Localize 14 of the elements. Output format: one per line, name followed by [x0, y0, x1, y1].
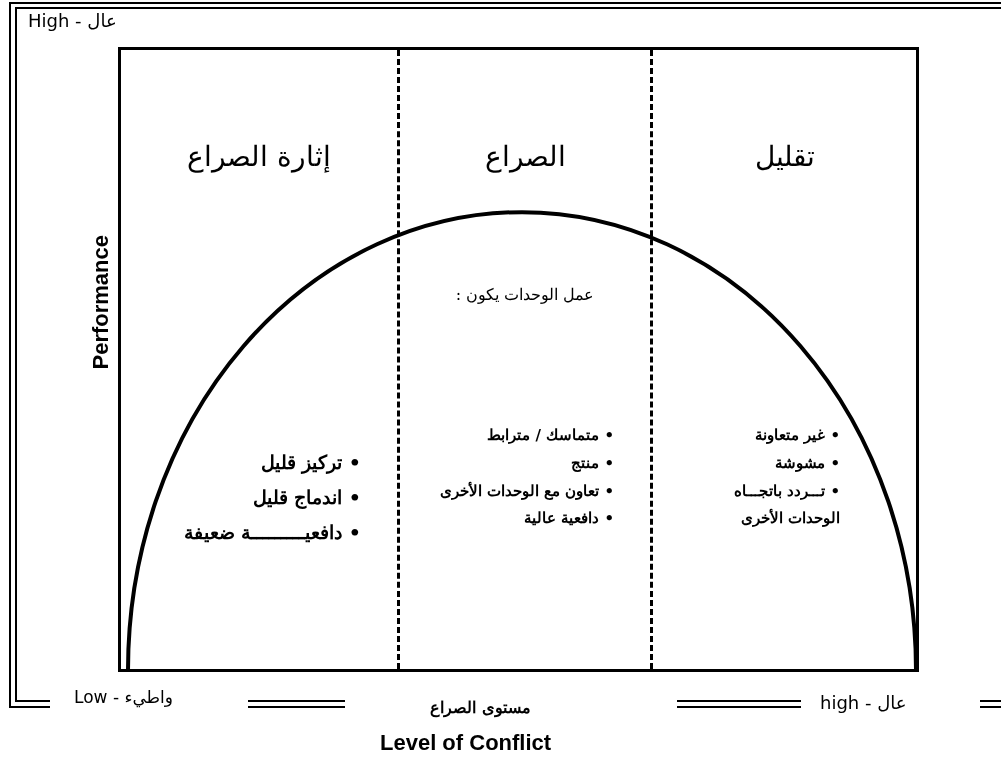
bullet-item: • مشوشة [774, 452, 840, 474]
bullet-item: • تركيز قليل [259, 450, 361, 476]
bullet-item: • تعاون مع الوحدات الأخرى [438, 480, 614, 502]
column-heading: إثارة الصراع [186, 140, 332, 174]
intro-text: عمل الوحدات يكون : [454, 285, 596, 304]
column-heading: تقليل [753, 140, 816, 174]
bullet-item: • منتج [570, 452, 614, 474]
bullet-item: • غير متعاونة [753, 425, 840, 446]
bullet-item: • متماسك / مترابط [486, 425, 614, 446]
bullet-item: • دافعيـــــــــة ضعيفة [182, 520, 361, 546]
bullet-item: • اندماج قليل [251, 485, 361, 511]
bullet-item: • تـــردد باتجـــاه الوحدات الأخرى [732, 480, 840, 530]
column-heading: الصراع [483, 140, 567, 174]
bullet-item: • دافعية عالية [522, 508, 614, 530]
